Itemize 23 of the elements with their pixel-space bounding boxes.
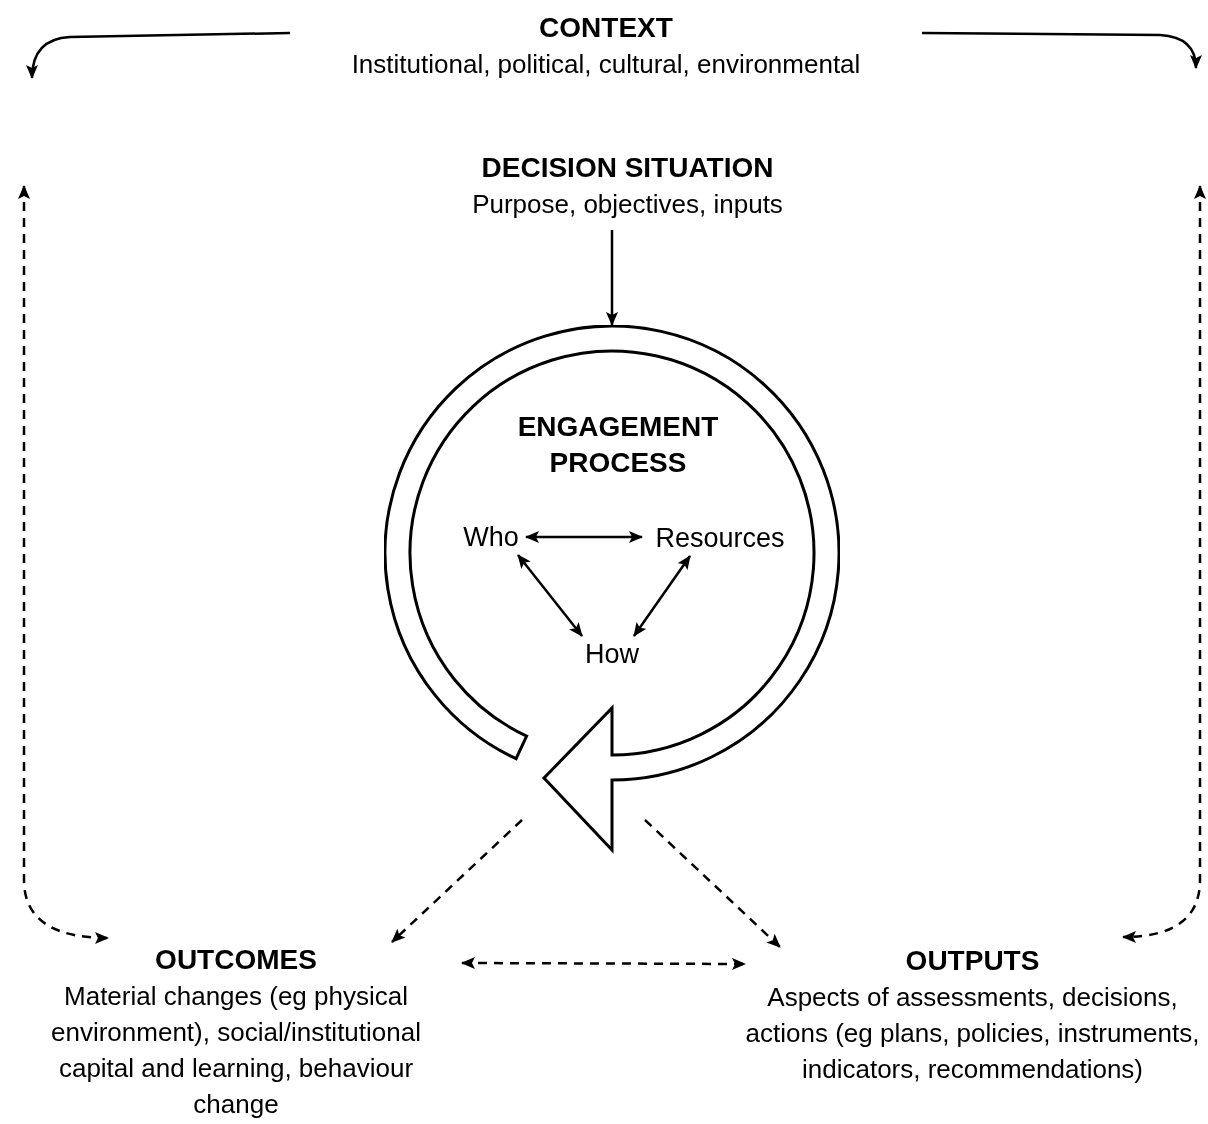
heading-text: CONTEXT (539, 11, 673, 45)
arrow (517, 554, 583, 637)
heading-text: OUTPUTS (905, 944, 1040, 978)
heading-text: DECISION SITUATION (481, 151, 774, 185)
arrow (606, 230, 618, 326)
heading-text: OUTCOMES (155, 943, 317, 977)
node-label: Who (456, 519, 526, 555)
arrow (461, 957, 746, 970)
node-label: Resources (642, 520, 798, 556)
arrow (26, 31, 291, 79)
arrow (922, 31, 1202, 69)
description-text: Purpose, objectives, inputs (472, 188, 783, 221)
description-text: Aspects of assessments, decisions, actions (eg plans, policies, instruments, indicators, recommendations) (745, 981, 1200, 1086)
arrow (525, 531, 643, 543)
node-label: How (578, 636, 646, 672)
description-text: Material changes (eg physical environment), social/institutional capital and learning, behaviour change (50, 980, 422, 1121)
arrow (18, 185, 109, 944)
description-text: Institutional, political, cultural, environmental (351, 48, 861, 81)
arrow (632, 555, 692, 637)
arrow (644, 819, 781, 948)
arrow (1122, 185, 1206, 943)
process-heading: ENGAGEMENT PROCESS (516, 410, 720, 480)
arrow (391, 819, 523, 943)
